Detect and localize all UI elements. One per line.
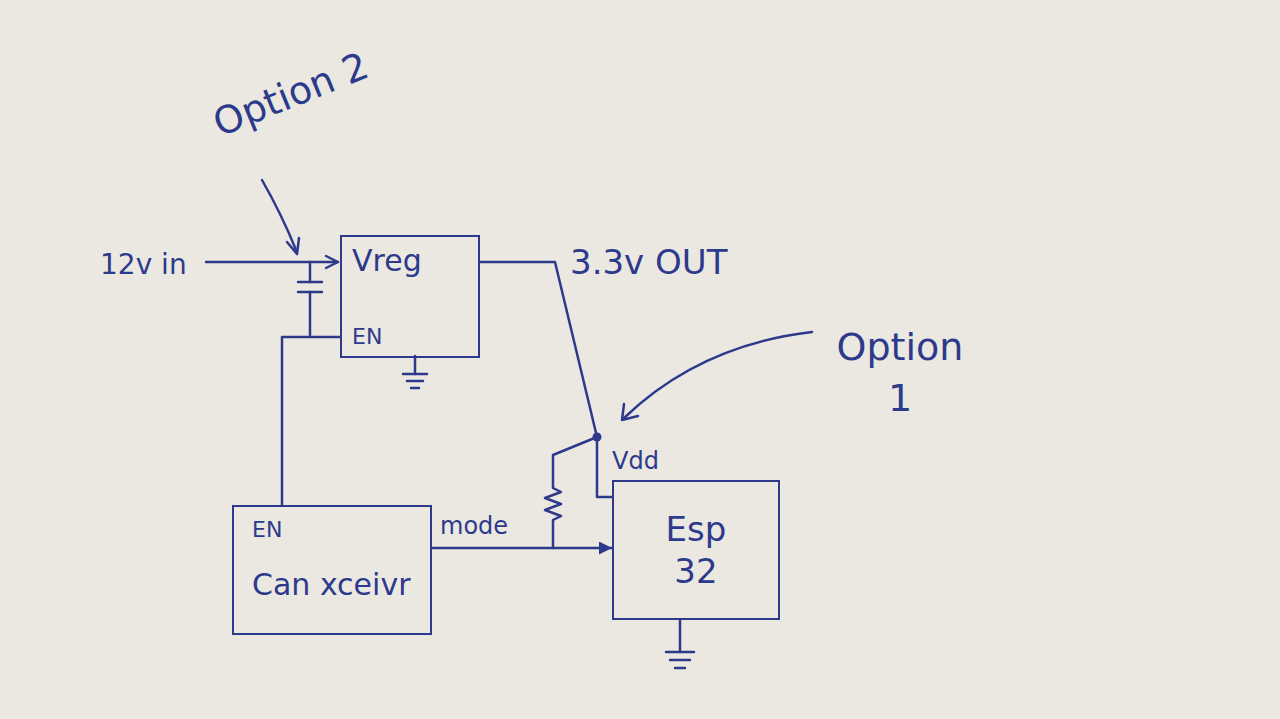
capacitor-symbol xyxy=(298,262,322,335)
resistor-symbol xyxy=(545,437,597,548)
block-box: EN Can xceivr xyxy=(232,505,432,635)
wire-connector xyxy=(282,337,340,505)
block-box: VregEN xyxy=(340,235,480,358)
signal-name: 3.3v OUT xyxy=(570,240,727,286)
pin-name: Vdd xyxy=(612,445,659,477)
signal-name: 12v in xyxy=(100,246,187,284)
callout-note: Option 1 xyxy=(820,322,980,425)
block-box: Esp 32 xyxy=(612,480,780,620)
leader-arrow xyxy=(624,332,812,418)
wire-connector xyxy=(480,262,612,497)
leader-arrowhead xyxy=(287,238,299,254)
box-text: Can xceivr xyxy=(252,567,412,603)
leader-arrowhead xyxy=(622,404,638,420)
box-text: Esp 32 xyxy=(646,508,746,592)
signal-name: mode xyxy=(440,512,508,540)
wire-connector xyxy=(432,547,612,550)
leader-arrow xyxy=(262,180,296,250)
callout-note: Option 2 xyxy=(206,41,376,150)
box-text: EN xyxy=(252,517,412,543)
box-text: EN xyxy=(352,324,468,350)
part-name: Vreg xyxy=(352,243,468,279)
ground-symbol xyxy=(403,356,427,388)
ground-symbol xyxy=(666,621,694,668)
input-wire xyxy=(206,261,338,264)
input-arrowhead xyxy=(326,256,338,268)
